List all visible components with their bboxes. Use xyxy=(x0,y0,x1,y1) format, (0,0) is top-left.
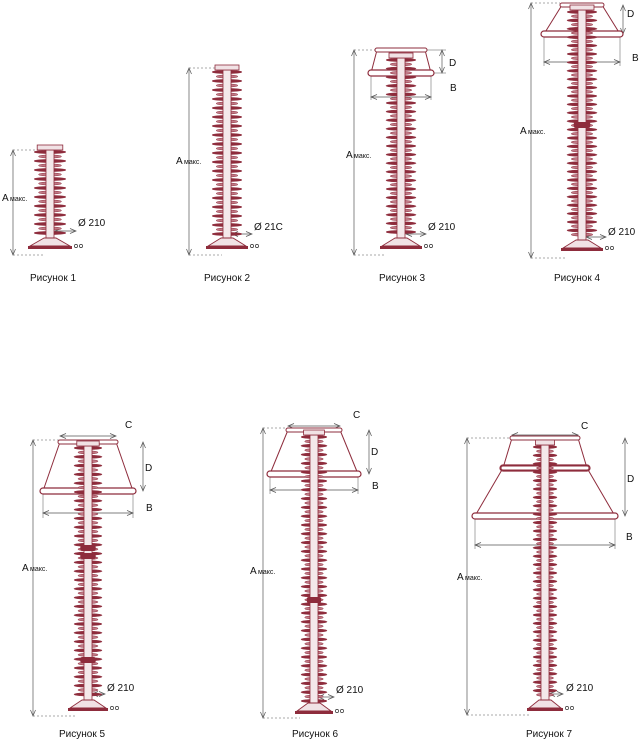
svg-text:макс.: макс. xyxy=(184,159,201,166)
d-label-fig4: D xyxy=(627,9,634,20)
svg-text:A: A xyxy=(250,566,257,577)
base-flange xyxy=(206,237,259,249)
caption-figure-4: Рисунок 4 xyxy=(554,273,600,284)
insulator-fig4 xyxy=(561,4,614,251)
joint-band xyxy=(80,553,96,559)
d-dim-fig5 xyxy=(140,441,146,492)
diameter-label-fig3: Ø 210 xyxy=(428,222,456,233)
b-label-fig3: B xyxy=(450,83,457,94)
base-flange xyxy=(380,237,433,249)
core-rod xyxy=(45,149,55,239)
b-label-fig5: B xyxy=(146,503,153,514)
diameter-label-fig6: Ø 210 xyxy=(336,685,364,696)
top-cap xyxy=(76,440,100,447)
joint-band xyxy=(573,122,591,128)
base-flange xyxy=(68,699,119,711)
insulator-fig7 xyxy=(527,439,574,711)
svg-text:макс.: макс. xyxy=(258,569,275,576)
b-label-fig6: B xyxy=(372,481,379,492)
ring-top xyxy=(509,435,581,441)
caption-figure-5: Рисунок 5 xyxy=(59,729,105,740)
svg-text:макс.: макс. xyxy=(354,153,371,160)
insulator-fig5 xyxy=(68,440,119,711)
base-flange xyxy=(561,239,614,251)
core-rod xyxy=(222,69,232,239)
top-cap xyxy=(388,52,414,59)
d-dim-fig7 xyxy=(622,437,628,517)
svg-text:A: A xyxy=(346,150,353,161)
core-rod xyxy=(540,444,550,701)
c-label-fig5: C xyxy=(125,420,132,431)
top-cap xyxy=(303,429,325,436)
joint-band xyxy=(80,657,96,663)
base-flange xyxy=(28,237,83,249)
dimension-layer xyxy=(10,2,628,719)
svg-text:A: A xyxy=(2,193,9,204)
top-cap xyxy=(36,144,64,151)
insulator-fig6 xyxy=(295,429,344,714)
caption-figure-1: Рисунок 1 xyxy=(30,273,76,284)
core-rod xyxy=(396,57,406,239)
joint-band xyxy=(80,545,96,551)
d-dim-fig3 xyxy=(439,49,445,74)
b-label-fig4: B xyxy=(632,53,639,64)
diameter-label-fig4: Ø 210 xyxy=(608,227,636,238)
svg-text:A: A xyxy=(176,156,183,167)
caption-figure-6: Рисунок 6 xyxy=(292,729,338,740)
core-rod xyxy=(309,434,319,704)
d-dim-fig6 xyxy=(366,429,372,475)
c-dim-fig5 xyxy=(59,433,117,439)
diameter-label-fig1: Ø 210 xyxy=(78,218,106,229)
joint-band xyxy=(306,597,322,603)
insulator-layer xyxy=(28,2,624,714)
top-cap xyxy=(214,64,240,71)
diameter-label-fig5: Ø 210 xyxy=(107,683,135,694)
d-label-fig3: D xyxy=(449,58,456,69)
insulator-fig3 xyxy=(380,52,433,249)
d-label-fig7: D xyxy=(627,474,634,485)
a-max-dim-fig5 xyxy=(30,439,36,717)
caption-figure-3: Рисунок 3 xyxy=(379,273,425,284)
top-cap xyxy=(535,439,556,446)
svg-text:макс.: макс. xyxy=(465,575,482,582)
svg-text:макс.: макс. xyxy=(528,129,545,136)
d-label-fig5: D xyxy=(145,463,152,474)
svg-text:A: A xyxy=(457,572,464,583)
c-label-fig7: C xyxy=(581,421,588,432)
base-flange xyxy=(527,699,574,711)
d-label-fig6: D xyxy=(371,447,378,458)
caption-figure-2: Рисунок 2 xyxy=(204,273,250,284)
b-label-fig7: B xyxy=(626,532,633,543)
caption-figure-7: Рисунок 7 xyxy=(526,729,572,740)
base-flange xyxy=(295,702,344,714)
svg-text:макс.: макс. xyxy=(30,566,47,573)
d-dim-fig4 xyxy=(620,4,626,35)
c-label-fig6: C xyxy=(353,410,360,421)
top-cap xyxy=(569,4,595,11)
insulator-fig1 xyxy=(28,144,83,249)
ring-top xyxy=(374,47,428,53)
diameter-label-fig7: Ø 210 xyxy=(566,683,594,694)
insulator-fig2 xyxy=(206,64,259,249)
svg-text:A: A xyxy=(520,126,527,137)
svg-text:A: A xyxy=(22,563,29,574)
diameter-label-fig2: Ø 21C xyxy=(254,222,283,233)
svg-text:макс.: макс. xyxy=(10,196,27,203)
